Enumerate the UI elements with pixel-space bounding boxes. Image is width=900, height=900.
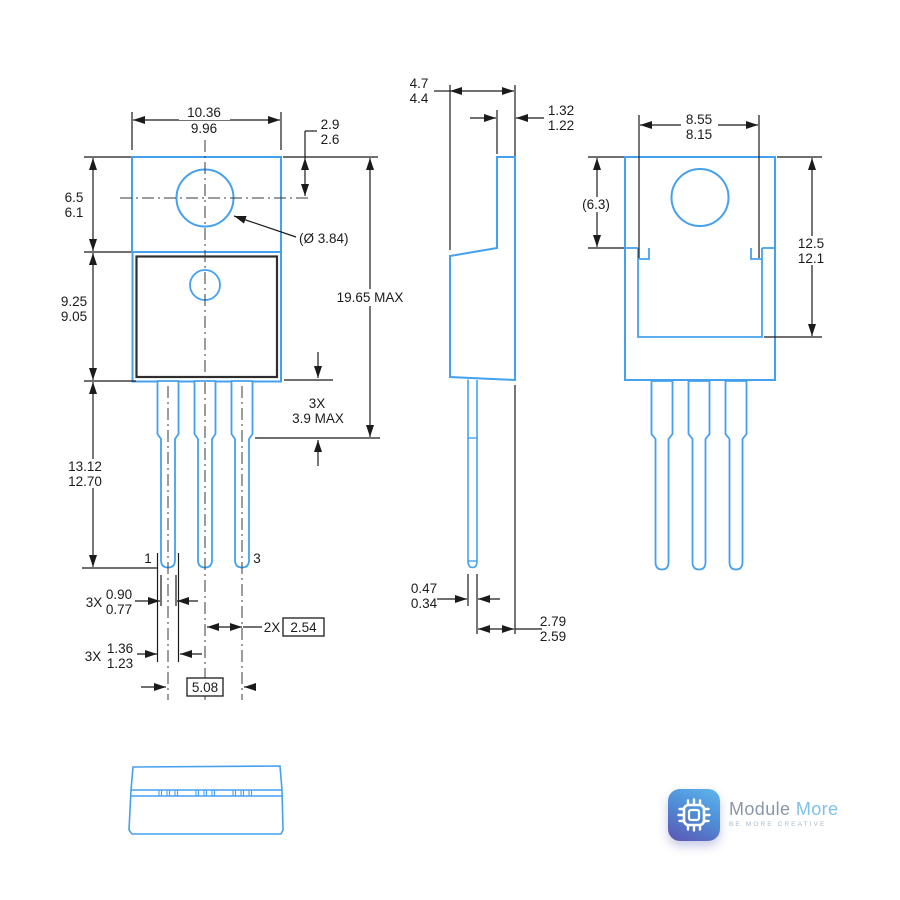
side-view — [449, 156, 516, 569]
bottom-view — [128, 765, 284, 835]
bottom-outline — [128, 765, 284, 835]
front-dimension-texts: 10.36 9.96 2.9 2.6 6.5 6.1 9.25 9.05 13.… — [61, 105, 404, 671]
back-view — [624, 156, 776, 571]
dim-width-min: 9.96 — [191, 121, 217, 136]
dim-inner-width-max: 8.55 — [686, 112, 712, 127]
back-recess — [637, 248, 763, 338]
dim-narrow-min: 0.77 — [106, 602, 132, 617]
front-view — [131, 156, 282, 569]
side-dimensions — [434, 85, 544, 634]
dim-narrow-count: 3X — [86, 595, 103, 610]
front-body-dark — [135, 255, 279, 379]
dim-width-max: 10.36 — [187, 105, 221, 120]
dim-setback-max: 2.79 — [540, 614, 566, 629]
bottom-lead-ticks — [158, 790, 253, 796]
dim-lead-thick-min: 0.34 — [411, 596, 438, 611]
dim-inner-width-min: 8.15 — [686, 127, 712, 142]
back-body-outline — [624, 156, 776, 381]
dim-pitch-value: 2.54 — [290, 620, 317, 635]
back-mounting-hole — [670, 168, 730, 227]
brand-name: Module More — [729, 800, 838, 818]
dim-depth-max: 4.7 — [410, 76, 429, 91]
back-lead-1 — [650, 380, 674, 571]
dim-hole-offset-max: 2.9 — [321, 117, 340, 132]
dim-shoulder-count: 3X — [309, 396, 326, 411]
dim-lead-length-max: 13.12 — [68, 459, 102, 474]
dim-setback-min: 2.59 — [540, 629, 566, 644]
front-dimensions — [82, 112, 380, 691]
dim-back-height-min: 12.1 — [798, 251, 824, 266]
hole-dia-leader — [233, 215, 297, 238]
dim-wide-min: 1.23 — [107, 656, 133, 671]
back-dimension-texts: 8.55 8.15 (6.3) 12.5 12.1 — [582, 112, 824, 266]
dim-depth-min: 4.4 — [410, 91, 429, 106]
pitch-box — [282, 617, 325, 637]
side-dimension-texts: 4.7 4.4 1.32 1.22 0.47 0.34 2.79 2.59 — [410, 76, 575, 644]
pin-3-label: 3 — [253, 551, 261, 566]
dim-hole-offset-min: 2.6 — [321, 132, 340, 147]
brand-name-part2: More — [795, 799, 839, 819]
dim-overall-height: 19.65 MAX — [337, 290, 404, 305]
back-recess-notches — [638, 248, 762, 260]
dim-tab-ref: (6.3) — [582, 197, 610, 212]
dim-wide-max: 1.36 — [107, 641, 133, 656]
dim-lead-thick-max: 0.47 — [411, 581, 437, 596]
dim-span-value: 5.08 — [192, 680, 218, 695]
back-lead-3 — [724, 380, 748, 571]
brand-tagline: BE MORE CREATIVE — [729, 821, 827, 828]
chip-icon — [677, 798, 711, 832]
span-box — [186, 677, 224, 697]
side-lead — [467, 379, 478, 569]
brand-logo: Module More BE MORE CREATIVE — [668, 789, 838, 841]
dim-back-height-max: 12.5 — [798, 236, 824, 251]
dim-wide-count: 3X — [85, 649, 102, 664]
chip-logo-icon — [668, 789, 720, 841]
boxed-dimensions: 2.54 5.08 — [186, 617, 325, 697]
dim-lead-length-min: 12.70 — [68, 474, 102, 489]
dim-narrow-max: 0.90 — [106, 587, 132, 602]
dim-tab-thick-max: 1.32 — [548, 103, 574, 118]
dim-tab-height-max: 6.5 — [65, 190, 84, 205]
dim-hole-diameter: (Ø 3.84) — [299, 231, 349, 246]
pin-1-label: 1 — [144, 551, 152, 566]
front-tab-outline — [131, 156, 282, 253]
centerlines — [120, 140, 312, 700]
side-body-outline — [449, 156, 516, 382]
dim-tab-height-min: 6.1 — [65, 205, 84, 220]
dim-body-height-max: 9.25 — [61, 294, 87, 309]
dim-body-height-min: 9.05 — [61, 309, 87, 324]
dim-pitch-count: 2X — [264, 620, 281, 635]
back-lead-2 — [687, 380, 711, 571]
dim-shoulder-value: 3.9 MAX — [292, 411, 344, 426]
dim-tab-thick-min: 1.22 — [548, 118, 574, 133]
brand-text: Module More BE MORE CREATIVE — [729, 789, 838, 828]
brand-name-part1: Module — [729, 799, 791, 819]
front-body-blue — [131, 251, 282, 383]
